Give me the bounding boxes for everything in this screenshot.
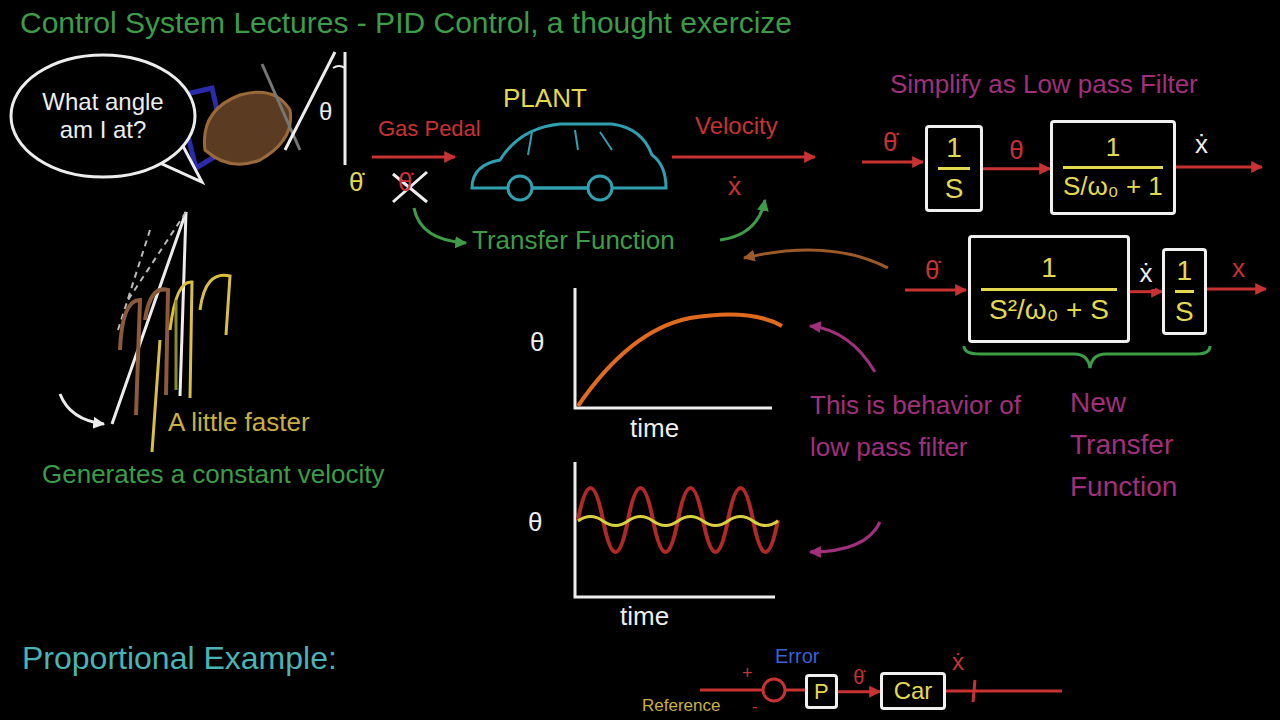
denominator: S	[938, 173, 970, 205]
signal-symbol: x	[1232, 254, 1245, 284]
foot-stroke	[175, 300, 178, 390]
car-body	[472, 124, 666, 188]
signal-symbol: θ̇	[851, 666, 866, 689]
plant-block: Car	[880, 672, 946, 710]
leader-arrow	[810, 326, 875, 372]
angle-arc	[333, 66, 345, 68]
signal-connector	[838, 690, 880, 693]
transfer-block: 1S	[925, 125, 983, 212]
signal-name: Error	[775, 645, 819, 668]
car-window	[528, 130, 612, 155]
numerator: 1	[981, 252, 1117, 290]
filtered-sine	[578, 517, 778, 526]
signal-line	[905, 289, 966, 292]
car-wheel	[588, 176, 612, 200]
plant-label: PLANT	[503, 84, 587, 114]
page-title: Control System Lectures - PID Control, a…	[20, 6, 792, 41]
pedal-line	[285, 52, 335, 150]
signal-line	[940, 680, 1062, 702]
signal-name: Velocity	[695, 112, 778, 140]
ghost-pedal-line	[262, 64, 300, 150]
sign-symbol: +	[742, 663, 753, 684]
denominator: S/ω₀ + 1	[1063, 172, 1163, 202]
signal-name: Gas Pedal	[378, 116, 481, 141]
pedal-position	[112, 212, 186, 424]
leader-arrow	[744, 250, 888, 268]
brace	[964, 346, 1210, 368]
signal-name: Reference	[642, 696, 720, 716]
signal-line	[862, 161, 923, 164]
sign-symbol: -	[752, 698, 757, 716]
note: New Transfer Function	[1070, 382, 1220, 508]
signal-symbol: θ̇	[925, 256, 939, 286]
angle-symbol: θ	[319, 98, 332, 126]
controller-block: P	[805, 674, 838, 709]
signal-line	[700, 689, 763, 692]
signal-symbol: ẋ	[1138, 259, 1155, 289]
foot-stroke	[120, 289, 168, 415]
speech-bubble: What angle am I at?	[8, 52, 198, 180]
car-axle	[532, 187, 588, 190]
signal-connector	[983, 167, 1050, 170]
note: A little faster	[168, 408, 310, 438]
floor-line	[344, 52, 347, 165]
denominator: S²/ω₀ + S	[981, 294, 1117, 326]
summing-junction	[763, 679, 785, 701]
numerator: 1	[1175, 255, 1194, 293]
transfer-block: 1S/ω₀ + 1	[1050, 120, 1176, 215]
axis-label: θ	[528, 508, 542, 538]
signal-connector	[1130, 290, 1162, 293]
section-heading: Proportional Example:	[22, 640, 337, 677]
pedal-position	[180, 212, 186, 396]
node-text: What angle am I at?	[38, 88, 168, 143]
signal-symbol: θ	[1007, 136, 1025, 166]
signal-symbol: ẋ	[1195, 130, 1208, 160]
note: Generates a constant velocity	[42, 460, 385, 490]
note: Transfer Function	[472, 226, 675, 256]
node-text: Car	[889, 677, 937, 705]
axis-label: time	[620, 602, 669, 632]
signal-symbol: θ̇	[398, 168, 412, 198]
input-sine	[578, 488, 778, 552]
numerator: 1	[938, 132, 970, 170]
signal-symbol: θ̇	[349, 168, 363, 198]
graph-axes	[575, 288, 772, 408]
input-arrow	[372, 156, 455, 159]
numerator: 1	[1063, 133, 1163, 169]
axis-label: time	[630, 414, 679, 444]
note: Simplify as Low pass Filter	[890, 70, 1198, 100]
car-wheel	[508, 176, 532, 200]
transfer-block: 1S²/ω₀ + S	[968, 235, 1130, 343]
output-arrow	[672, 156, 815, 159]
signal-symbol: θ̇	[883, 128, 897, 158]
leader-arrow	[414, 208, 466, 243]
node-text: P	[814, 679, 829, 704]
leader-arrow	[810, 522, 880, 552]
integrator-block: 1S	[1162, 248, 1207, 335]
leader-arrow	[720, 200, 765, 240]
signal-symbol: ẋ	[728, 172, 741, 202]
step-response-curve	[578, 314, 782, 406]
signal-symbol: ẋ	[952, 648, 964, 676]
denominator: S	[1175, 296, 1194, 328]
axis-label: θ	[530, 328, 544, 358]
motion-arrow	[60, 394, 104, 424]
note: This is behavior of low pass filter	[810, 385, 1040, 468]
speech-bubble-outline	[11, 55, 195, 177]
